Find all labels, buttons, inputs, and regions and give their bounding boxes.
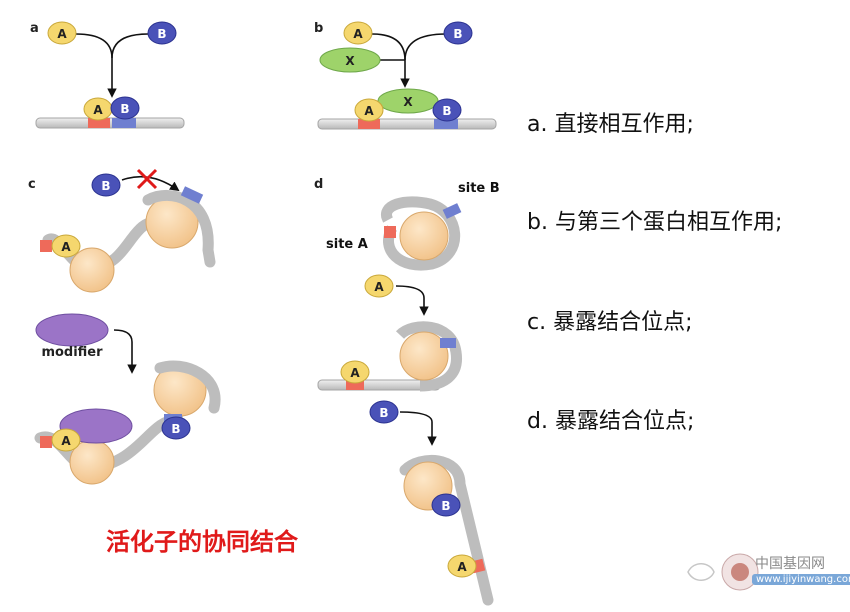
protein-a bbox=[364, 274, 394, 298]
dna-strand bbox=[317, 118, 497, 130]
site-b-label: site B bbox=[458, 181, 500, 196]
arrow-a-from-protein-b bbox=[111, 33, 149, 59]
protein-a bbox=[47, 21, 77, 45]
arrow-d-down-1 bbox=[395, 285, 429, 316]
bound-protein-a bbox=[51, 428, 81, 452]
binding-site-a bbox=[384, 226, 396, 238]
nucleosome bbox=[399, 331, 449, 381]
panel-b: b A B X X A B bbox=[314, 21, 497, 130]
arrow-c-down bbox=[113, 329, 137, 374]
binding-site-b bbox=[440, 338, 456, 348]
bound-protein-a-label: A bbox=[457, 560, 467, 574]
blocked-x-icon bbox=[136, 168, 158, 190]
protein-a bbox=[343, 21, 373, 45]
binding-site-a bbox=[358, 119, 380, 129]
bound-protein-a bbox=[354, 98, 384, 122]
watermark-url: www.ijiyinwang.com bbox=[752, 574, 850, 585]
watermark-logo bbox=[687, 553, 759, 591]
bound-protein-a bbox=[447, 554, 477, 578]
panel-d: d site A site B A A B B A bbox=[314, 177, 500, 606]
protein-b-label: B bbox=[157, 27, 166, 41]
protein-a-label: A bbox=[353, 27, 363, 41]
protein-b bbox=[369, 400, 399, 424]
bound-protein-b-label: B bbox=[441, 499, 450, 513]
nucleosome bbox=[69, 247, 115, 293]
protein-x-label: X bbox=[345, 54, 355, 68]
caption-a: a. 直接相互作用; bbox=[527, 112, 694, 137]
protein-b-label: B bbox=[379, 406, 388, 420]
bound-protein-b bbox=[110, 96, 140, 120]
modifier-protein bbox=[35, 313, 109, 347]
binding-site-b bbox=[112, 118, 136, 128]
bound-protein-a-label: A bbox=[350, 366, 360, 380]
binding-site-b bbox=[180, 186, 204, 204]
bound-protein-x-label: X bbox=[403, 95, 413, 109]
bound-protein-a-label: A bbox=[364, 104, 374, 118]
dna-wrap bbox=[154, 360, 221, 414]
bound-protein-a-label: A bbox=[93, 103, 103, 117]
binding-site-b bbox=[434, 119, 458, 129]
dna-wrap bbox=[381, 196, 461, 271]
dna-wrap bbox=[142, 189, 216, 268]
modifier-label: modifier bbox=[41, 345, 103, 360]
protein-b bbox=[147, 21, 177, 45]
arrow-b-from-protein-b bbox=[404, 33, 447, 61]
protein-b-label: B bbox=[453, 27, 462, 41]
nucleosome bbox=[399, 211, 449, 261]
arrow-d-down-2 bbox=[399, 411, 437, 446]
caption-d: d. 暴露结合位点; bbox=[527, 409, 695, 434]
arrow-a-from-protein-a bbox=[75, 33, 113, 59]
protein-x bbox=[319, 47, 381, 73]
panel-b-letter: b bbox=[314, 21, 323, 36]
protein-a-label: A bbox=[57, 27, 67, 41]
dna-wrap bbox=[395, 321, 462, 392]
caption-c: c. 暴露结合位点; bbox=[527, 310, 693, 335]
bound-protein-a-label: A bbox=[61, 434, 71, 448]
watermark-name: 中国基因网 bbox=[755, 556, 825, 572]
bound-protein-b-label: B bbox=[171, 422, 180, 436]
bound-protein-b-label: B bbox=[120, 102, 129, 116]
protein-b bbox=[443, 21, 473, 45]
panel-c: c B A modifier B A bbox=[28, 168, 221, 485]
binding-site-a bbox=[346, 380, 364, 390]
binding-site-a bbox=[40, 436, 52, 448]
site-a-label: site A bbox=[326, 237, 368, 252]
caption-b: b. 与第三个蛋白相互作用; bbox=[527, 210, 783, 235]
bound-protein-a bbox=[340, 360, 370, 384]
figure-title: 活化子的协同结合 bbox=[106, 528, 298, 556]
binding-site-b bbox=[442, 203, 462, 219]
bound-protein-a-label: A bbox=[61, 240, 71, 254]
bound-protein-b bbox=[431, 493, 461, 517]
panel-c-letter: c bbox=[28, 177, 36, 192]
binding-site-a bbox=[40, 240, 52, 252]
bound-protein-b bbox=[161, 416, 191, 440]
bound-protein-b-label: B bbox=[442, 104, 451, 118]
protein-b-label: B bbox=[101, 179, 110, 193]
binding-site-a bbox=[88, 118, 110, 128]
protein-a-label: A bbox=[374, 280, 384, 294]
dna-strand bbox=[399, 454, 494, 606]
bound-protein-b bbox=[432, 98, 462, 122]
protein-b bbox=[91, 173, 121, 197]
panel-a: a A B A B bbox=[30, 21, 185, 129]
panel-a-letter: a bbox=[30, 21, 39, 36]
panel-d-letter: d bbox=[314, 177, 323, 192]
bound-protein-a bbox=[51, 234, 81, 258]
